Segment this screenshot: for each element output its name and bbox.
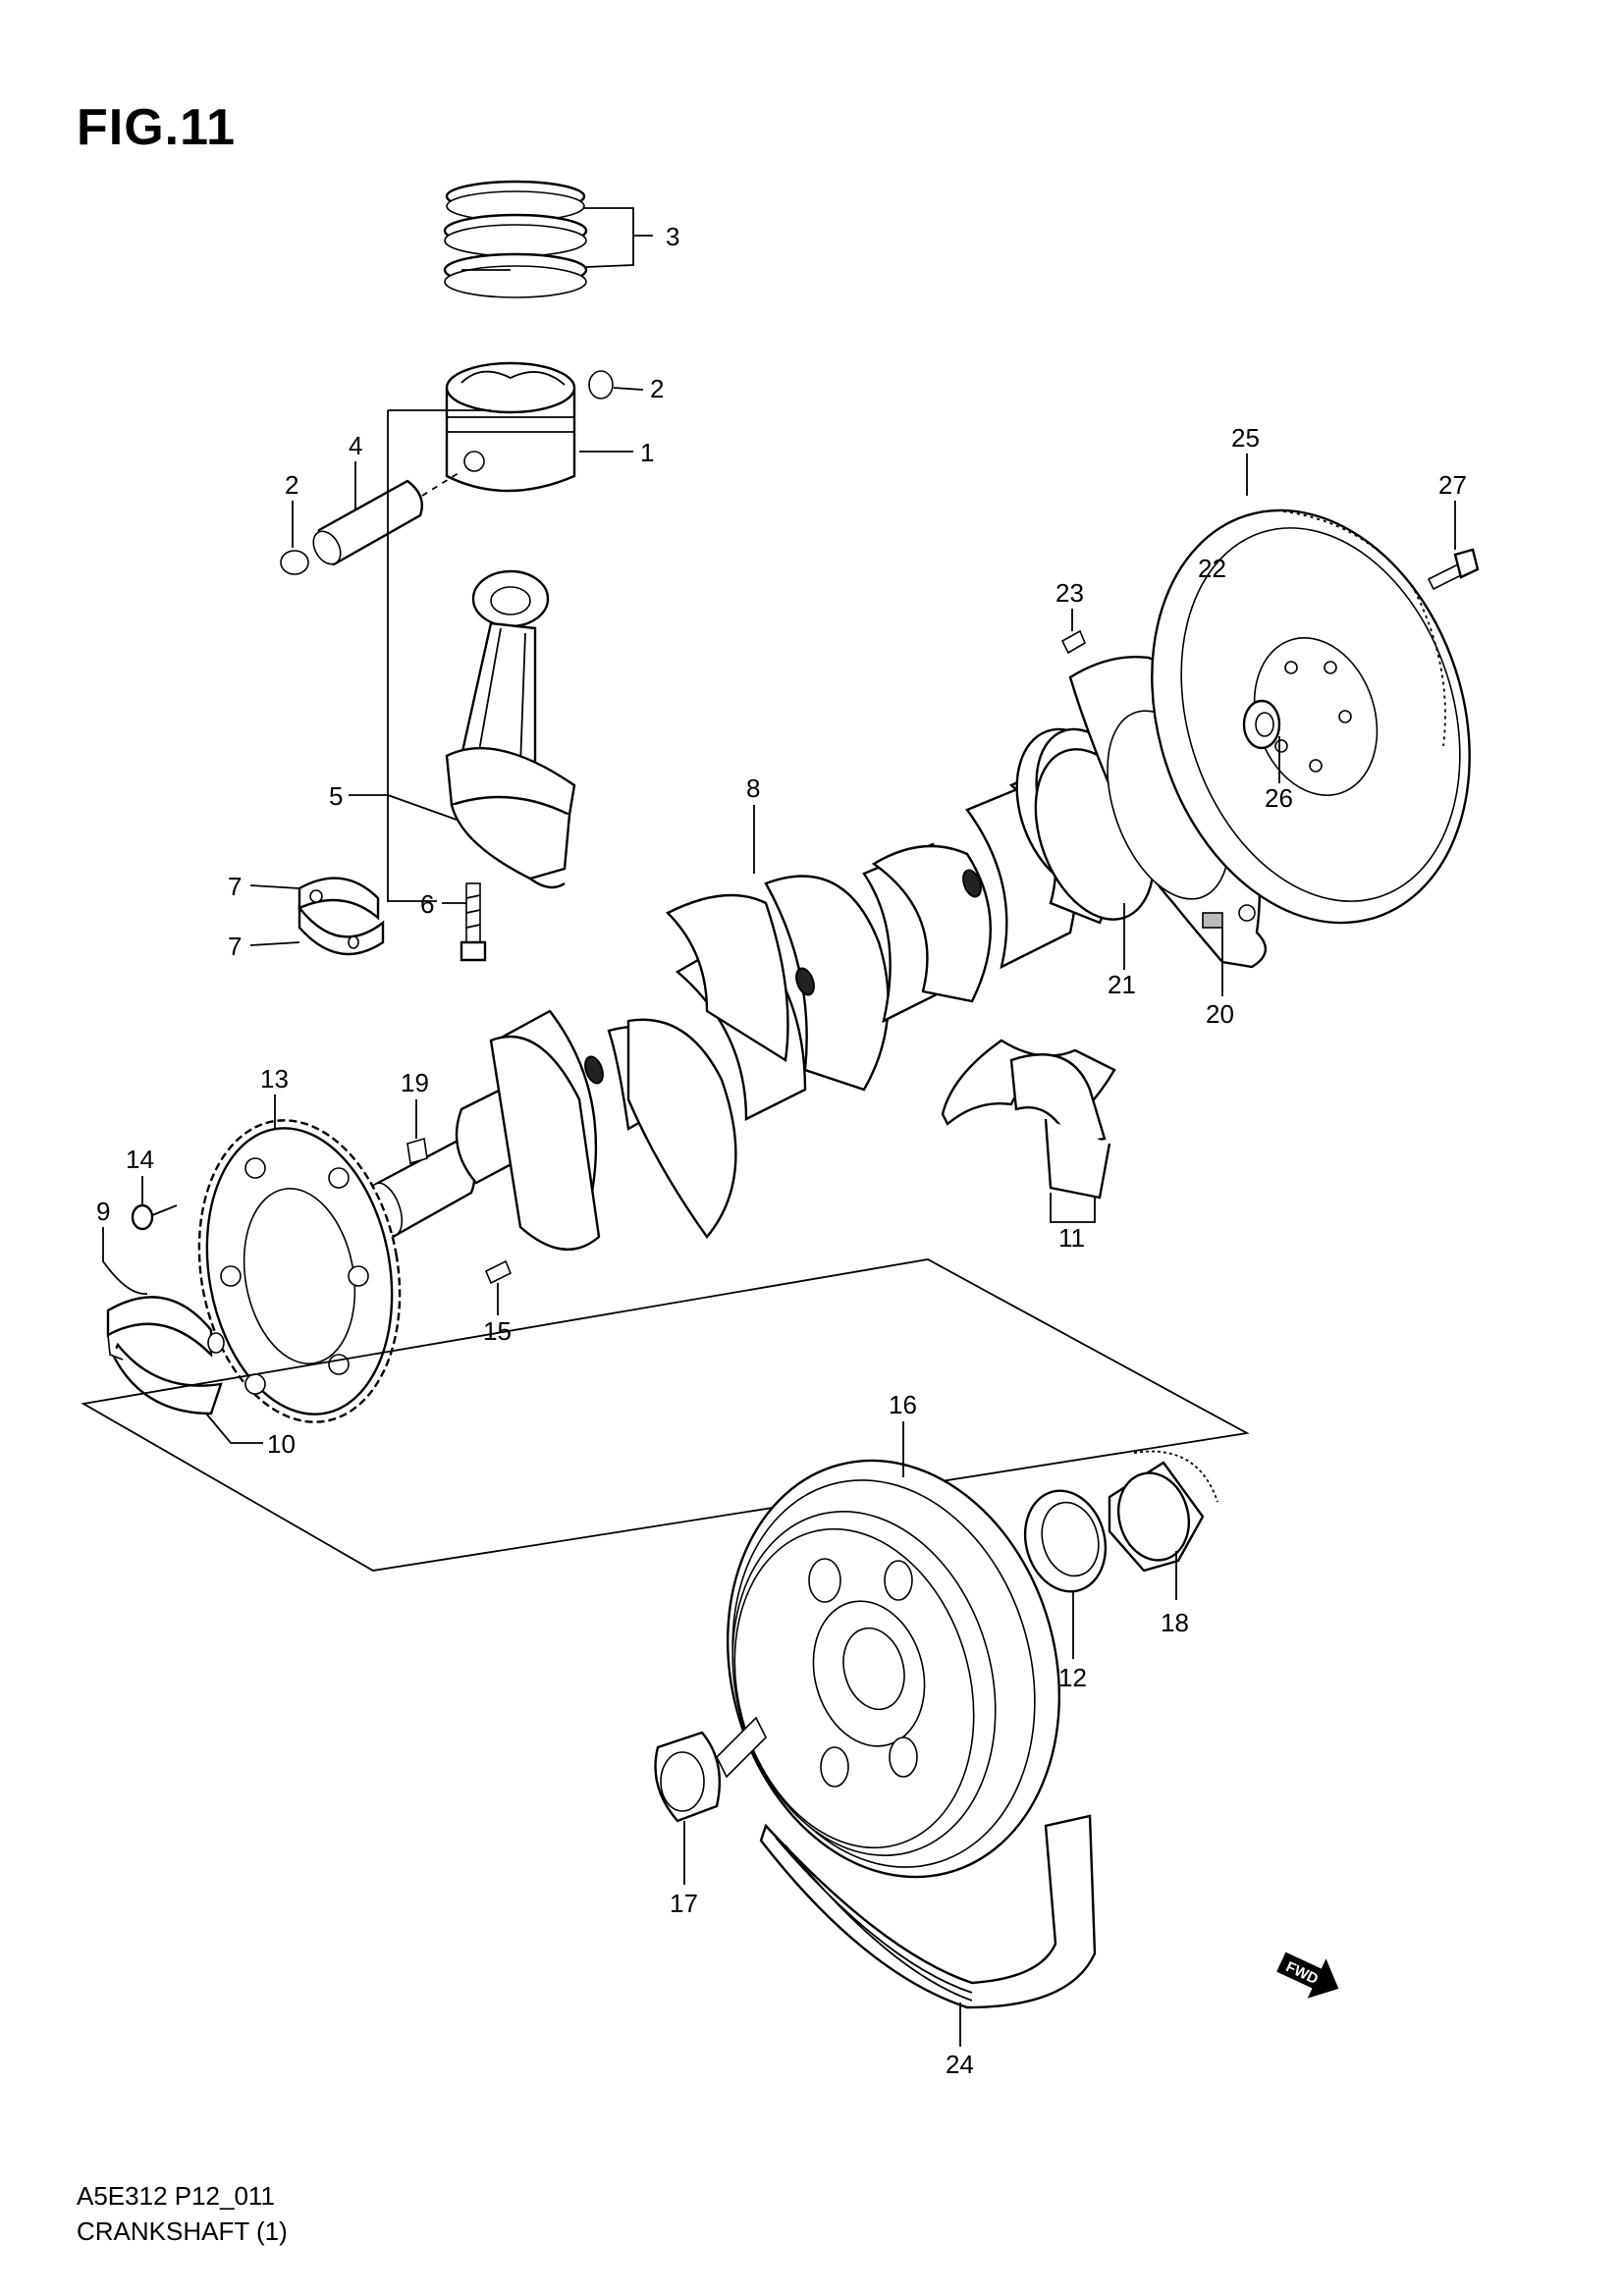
flywheel-bolt-outer[interactable] [1427,548,1480,591]
callout-14: 14 [126,1145,154,1174]
callout-4: 4 [349,431,362,460]
flywheel[interactable] [1101,469,1521,965]
rod-bearing-lower[interactable] [298,904,385,956]
callout-7-lower: 7 [228,932,242,961]
main-bearing-upper[interactable] [106,1296,225,1358]
callout-25: 25 [1231,423,1260,453]
diagram-code: A5E312 P12_011 [77,2181,275,2211]
forward-arrow-icon: FWD [1276,1951,1339,1999]
leader-9 [102,1227,148,1295]
callout-20: 20 [1206,999,1234,1029]
crankshaft-key[interactable] [406,1137,428,1165]
leader-2-right [613,387,644,391]
callout-8: 8 [746,774,760,803]
callout-5: 5 [329,781,343,811]
timing-sprocket[interactable] [177,1104,423,1438]
leader-11 [1050,1193,1096,1223]
callout-7-upper: 7 [228,872,242,901]
callout-24: 24 [946,2050,974,2079]
pilot-bearing[interactable] [1242,699,1281,750]
callout-23: 23 [1055,578,1084,608]
front-oil-seal[interactable] [1014,1481,1116,1600]
thrust-bearing[interactable] [941,1039,1116,1200]
figure-title: FIG.11 [77,99,237,156]
diagram-name: CRANKSHAFT (1) [77,2216,288,2246]
callout-1: 1 [640,438,654,467]
crankshaft-pulley[interactable] [682,1423,1105,1915]
piston-rings[interactable] [443,180,588,298]
callout-17: 17 [670,1889,698,1918]
callout-3: 3 [666,222,679,251]
callout-6: 6 [420,889,434,919]
callout-19: 19 [401,1068,429,1097]
leader-3 [584,207,653,268]
callout-27: 27 [1438,470,1467,500]
callout-26: 26 [1265,783,1293,813]
callout-15: 15 [483,1316,512,1346]
dowel-pin-front[interactable] [484,1259,513,1285]
dowel-pin-rear[interactable] [1060,629,1087,655]
snap-ring-left[interactable] [280,550,309,575]
front-assembly-frame [81,1258,1250,1572]
connecting-rod[interactable] [445,569,576,889]
callout-10: 10 [267,1429,296,1459]
callout-18: 18 [1161,1608,1189,1637]
callout-2-left: 2 [285,470,298,500]
snap-ring-right[interactable] [588,370,614,400]
callout-13: 13 [260,1064,289,1094]
piston[interactable] [445,361,576,493]
drive-belt[interactable] [759,1814,1097,2009]
callout-12: 12 [1058,1663,1087,1692]
piston-pin[interactable] [308,479,424,569]
rod-bolt[interactable] [460,882,487,962]
main-bearing-lower[interactable] [107,1334,223,1415]
callout-21: 21 [1108,970,1136,999]
pulley-bolt[interactable] [654,1716,767,1823]
callout-2-right: 2 [650,374,664,403]
callout-16: 16 [889,1390,917,1419]
callout-11: 11 [1058,1223,1085,1253]
callout-9: 9 [96,1197,110,1226]
crank-sprocket-hub[interactable] [1108,1450,1218,1573]
leader-7b [249,941,300,946]
leader-10 [205,1413,263,1444]
rod-bearing-upper[interactable] [298,877,380,921]
callout-22: 22 [1198,554,1226,583]
sprocket-screw[interactable] [131,1203,178,1231]
leader-7a [249,884,300,889]
